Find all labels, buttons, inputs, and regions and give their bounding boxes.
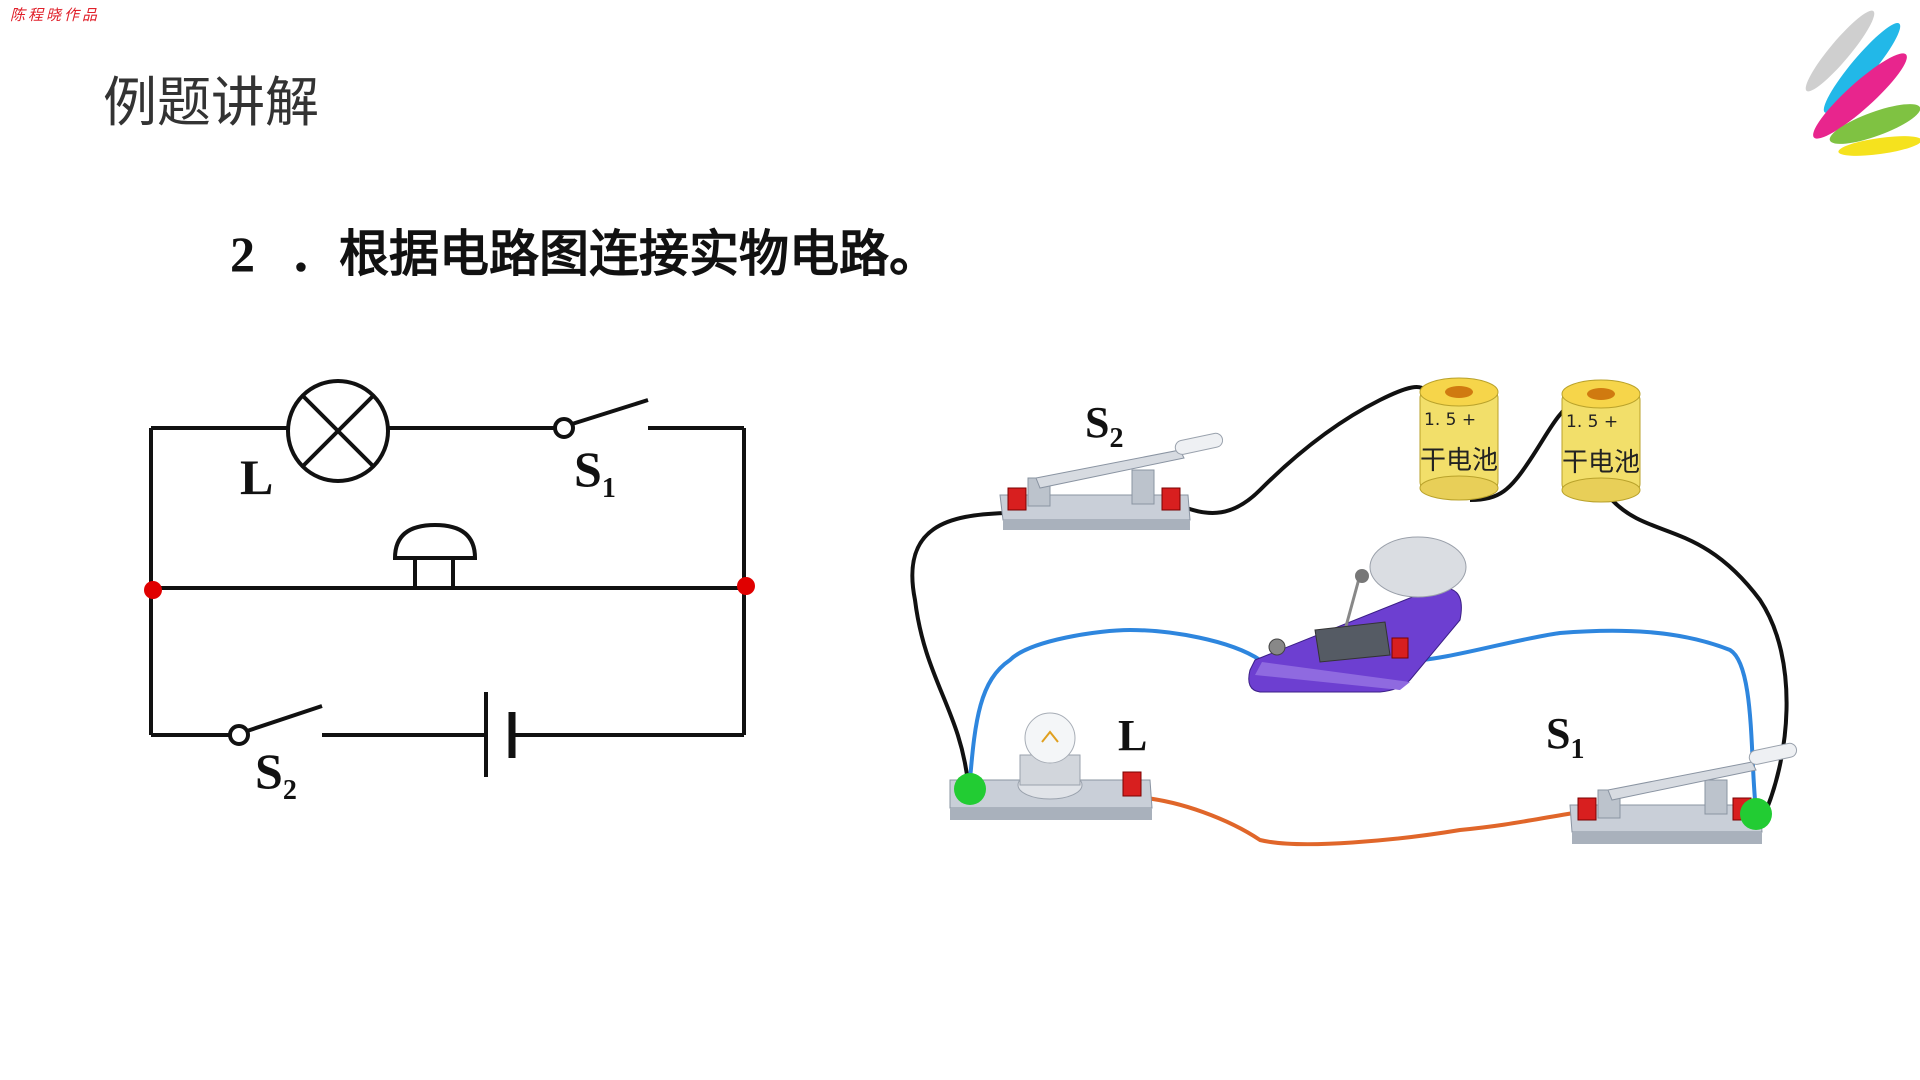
question-text: ．根据电路图连接实物电路。 (289, 225, 939, 283)
junction-green-right (1740, 798, 1772, 830)
battery1-text: 干电池 (1420, 446, 1499, 476)
wire-black-left (910, 511, 1006, 784)
battery2-voltage: 1. 5 + (1566, 412, 1619, 432)
wire-orange (1134, 795, 1581, 847)
physical-label-l: L (1118, 711, 1148, 760)
schematic-diagram (149, 379, 746, 777)
physical-switch-s1 (1569, 742, 1798, 844)
question-heading: 2 ．根据电路图连接实物电路。 (230, 214, 939, 286)
junction-green-left (954, 773, 986, 805)
physical-label-s1: S1 (1546, 709, 1585, 765)
junction-dot-left (144, 581, 162, 599)
physical-battery-2 (1561, 379, 1641, 503)
junction-dot-right (737, 577, 755, 595)
watermark-text: 陈程晓作品 (10, 6, 101, 24)
schematic-switch-s2 (228, 724, 250, 746)
physical-bell (1248, 536, 1467, 693)
physical-lamp (949, 712, 1153, 820)
schematic-switch-s1 (553, 417, 575, 439)
wire-black-top (1174, 385, 1427, 515)
schematic-label-l: L (240, 449, 274, 505)
schematic-label-s1: S1 (574, 441, 616, 504)
battery2-text: 干电池 (1562, 448, 1641, 478)
question-number: 2 (230, 226, 255, 282)
schematic-bell (392, 522, 478, 560)
battery1-voltage: 1. 5 + (1424, 410, 1477, 430)
schematic-label-s2: S2 (255, 743, 297, 806)
physical-switch-s2 (999, 432, 1224, 530)
brand-logo (1805, 10, 1920, 156)
physical-label-s2: S2 (1085, 398, 1124, 454)
section-title: 例题讲解 (103, 71, 319, 134)
physical-battery-1 (1419, 377, 1499, 501)
